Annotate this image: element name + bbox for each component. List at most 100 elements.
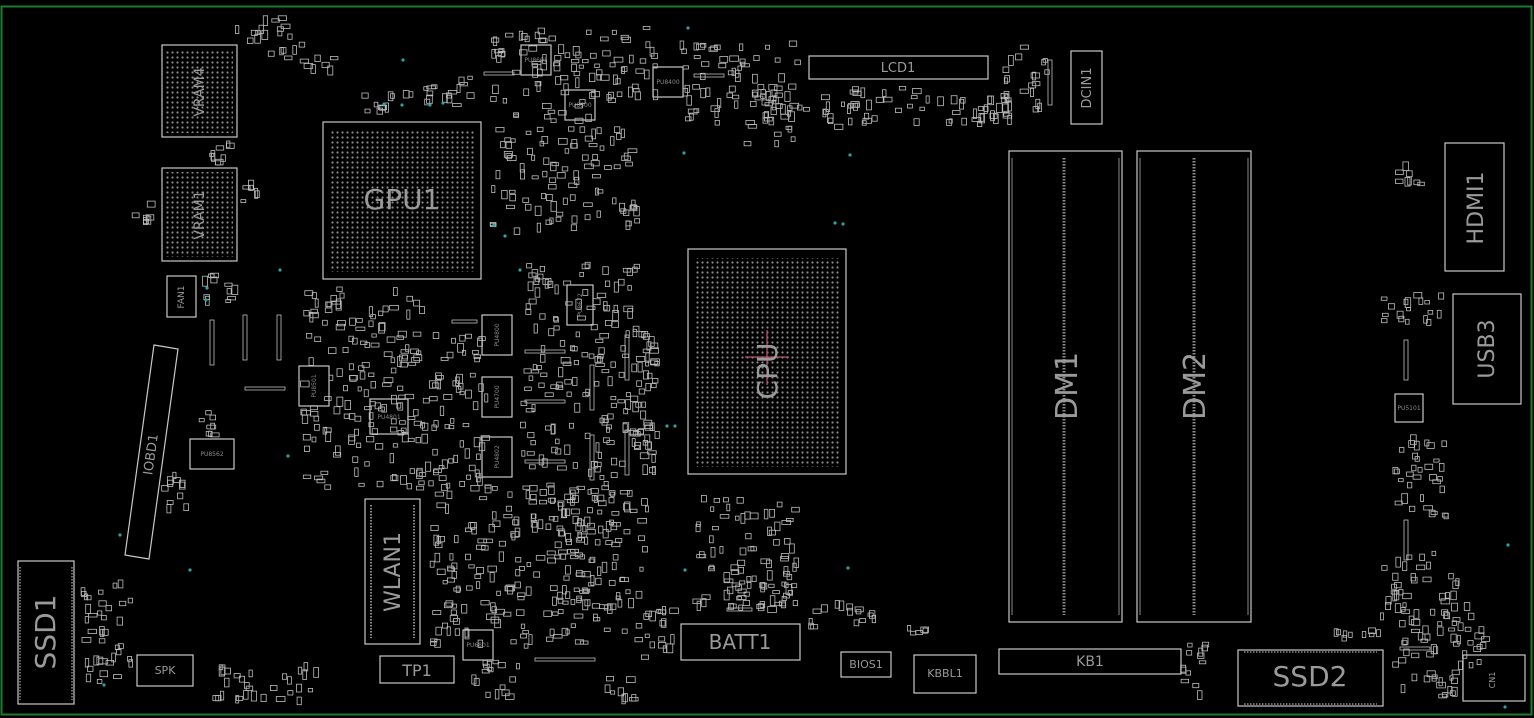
passive-part <box>608 497 615 504</box>
passive-part <box>466 474 471 480</box>
ssd2-slot[interactable]: SSD2 <box>1237 649 1384 707</box>
pu4802-chip[interactable]: PU4802 <box>481 436 513 478</box>
passive-part <box>1408 615 1415 626</box>
passive-part <box>410 357 420 363</box>
passive-part <box>558 502 563 511</box>
hdmi-connector[interactable]: HDMI1 <box>1444 142 1505 272</box>
vram1-label: VRAM1 <box>192 190 208 239</box>
gpu-chip[interactable]: GPU1 <box>322 121 482 280</box>
passive-part <box>1464 626 1472 632</box>
vram4-chip[interactable]: VRAM4 <box>161 44 238 138</box>
passive-part <box>620 345 626 352</box>
fan-connector[interactable]: FAN1 <box>166 275 197 318</box>
dm2-slot[interactable]: DM2 <box>1136 150 1252 623</box>
bios-label: BIOS1 <box>849 658 882 671</box>
passive-part <box>311 436 317 443</box>
passive-part <box>364 406 372 411</box>
passive-part <box>605 280 611 287</box>
passive-part <box>254 188 259 199</box>
usb3-connector[interactable]: USB3 <box>1452 293 1522 405</box>
passive-part <box>382 382 392 387</box>
iobd-connector[interactable]: IOBD1 <box>124 344 179 560</box>
passive-part <box>549 217 554 225</box>
passive-part <box>477 538 487 544</box>
tp-connector[interactable]: TP1 <box>379 655 455 684</box>
passive-part <box>556 525 564 531</box>
passive-part <box>548 516 555 521</box>
pu5101-chip[interactable]: PU5101 <box>1394 393 1424 423</box>
passive-part <box>729 55 739 62</box>
passive-part <box>374 402 381 410</box>
passive-part <box>592 298 601 306</box>
passive-part <box>302 669 307 680</box>
lcd-connector[interactable]: LCD1 <box>808 55 989 80</box>
kbbl-connector[interactable]: KBBL1 <box>913 654 977 694</box>
dm1-slot[interactable]: DM1 <box>1008 150 1123 623</box>
dcin-connector[interactable]: DCIN1 <box>1070 50 1103 125</box>
passive-part <box>1333 628 1339 637</box>
passive-part <box>511 532 516 541</box>
ssd1-slot[interactable]: SSD1 <box>17 560 75 705</box>
pu8400-chip[interactable]: PU8400 <box>652 66 684 98</box>
passive-part <box>539 265 546 273</box>
pu4800-chip[interactable]: PU4800 <box>481 314 513 356</box>
passive-part <box>658 636 666 642</box>
passive-part <box>625 392 631 397</box>
passive-part <box>768 116 775 126</box>
passive-part <box>617 399 625 404</box>
passive-part <box>105 660 114 666</box>
passive-part <box>1037 102 1042 112</box>
passive-part <box>226 288 232 295</box>
passive-part <box>586 305 596 311</box>
batt-connector[interactable]: BATT1 <box>680 623 801 661</box>
bios-chip[interactable]: BIOS1 <box>840 651 892 678</box>
passive-part <box>649 347 659 354</box>
passive-part <box>308 357 314 366</box>
passive-part <box>287 33 293 40</box>
thin-part <box>524 459 566 464</box>
passive-part <box>481 545 489 551</box>
passive-part <box>1002 112 1013 119</box>
passive-part <box>661 618 667 628</box>
passive-part <box>339 292 345 299</box>
passive-part <box>644 633 650 638</box>
passive-part <box>566 498 574 504</box>
passive-part <box>161 485 169 492</box>
passive-part <box>768 529 776 536</box>
kbbl-label: KBBL1 <box>927 667 962 680</box>
passive-part <box>606 426 610 433</box>
pu8601-chip[interactable]: PU8601 <box>520 44 552 76</box>
passive-part <box>781 596 787 601</box>
passive-part <box>1002 66 1010 73</box>
wlan-slot[interactable]: WLAN1 <box>364 498 421 645</box>
passive-part <box>1417 632 1424 641</box>
passive-part <box>635 590 643 599</box>
passive-part <box>359 371 366 380</box>
pu4700-chip[interactable]: PU4700 <box>481 376 513 418</box>
passive-part <box>459 334 466 342</box>
pu8562-chip[interactable]: PU8562 <box>189 438 235 470</box>
passive-part <box>202 275 209 287</box>
passive-part <box>356 442 362 449</box>
passive-part <box>607 376 613 387</box>
pu8600-chip[interactable]: PU8600 <box>564 89 596 121</box>
passive-part <box>572 462 578 469</box>
passive-part <box>611 522 621 527</box>
passive-part <box>528 634 533 645</box>
passive-part <box>561 627 569 636</box>
passive-part <box>87 628 97 634</box>
kb-connector[interactable]: KB1 <box>998 648 1182 675</box>
passive-part <box>475 472 481 483</box>
passive-part <box>248 184 254 191</box>
passive-part <box>739 547 747 556</box>
passive-part <box>627 307 633 319</box>
spk-connector[interactable]: SPK <box>136 654 194 687</box>
vram1-chip[interactable]: VRAM1 <box>161 167 238 262</box>
cpu-chip[interactable]: CPU <box>687 248 847 475</box>
passive-part <box>628 86 633 98</box>
passive-part <box>1032 71 1037 81</box>
passive-part <box>349 412 356 420</box>
passive-part <box>381 403 387 413</box>
cn-connector[interactable]: CN1 <box>1462 654 1526 702</box>
